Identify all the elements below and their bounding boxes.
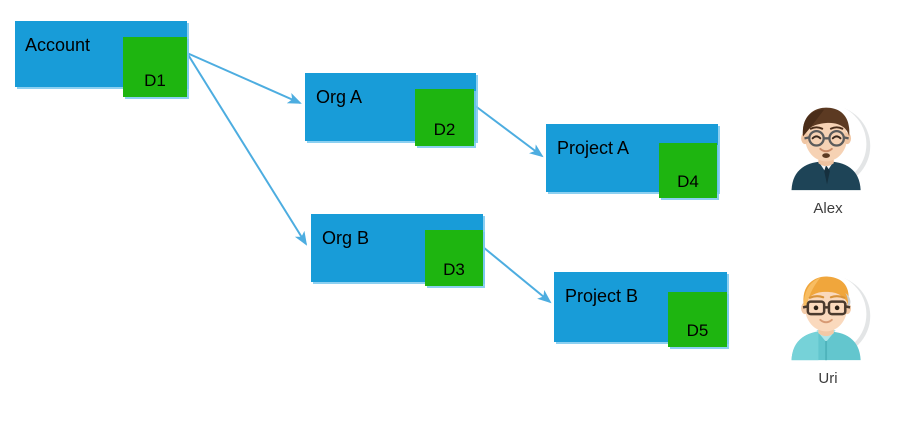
- person-uri-name: Uri: [818, 370, 838, 387]
- node-project-b-badge-label: D5: [686, 321, 709, 340]
- node-project-b-badge[interactable]: D5: [668, 292, 727, 347]
- edge-account-to-org-b: [186, 52, 308, 246]
- person-alex-name: Alex: [813, 200, 843, 217]
- node-project-a-badge-label: D4: [677, 172, 699, 191]
- person-alex[interactable]: Alex: [773, 98, 883, 218]
- node-project-a-label: Project A: [557, 138, 630, 158]
- node-project-a-badge[interactable]: D4: [659, 143, 717, 198]
- person-avatar-icon: [785, 103, 871, 191]
- node-org-b-label: Org B: [322, 228, 370, 248]
- person-avatar-icon: [785, 273, 871, 361]
- node-org-b-badge-label: D3: [443, 260, 465, 279]
- node-org-a[interactable]: Org A D2: [305, 73, 491, 168]
- node-account[interactable]: Account D1: [15, 21, 202, 116]
- node-project-b-label: Project B: [565, 286, 639, 306]
- node-org-b[interactable]: Org B D3: [311, 214, 497, 309]
- node-org-a-badge-label: D2: [433, 120, 456, 139]
- node-project-b[interactable]: Project B D5: [554, 272, 742, 368]
- node-account-badge-label: D1: [144, 71, 166, 90]
- edge-account-to-org-a: [186, 52, 302, 104]
- node-org-a-badge[interactable]: D2: [415, 89, 474, 146]
- node-account-badge[interactable]: D1: [123, 37, 187, 97]
- person-uri[interactable]: Uri: [773, 268, 883, 388]
- node-org-b-badge[interactable]: D3: [425, 230, 483, 286]
- node-org-a-label: Org A: [316, 87, 363, 107]
- node-account-label: Account: [25, 35, 91, 55]
- node-project-a[interactable]: Project A D4: [546, 124, 732, 219]
